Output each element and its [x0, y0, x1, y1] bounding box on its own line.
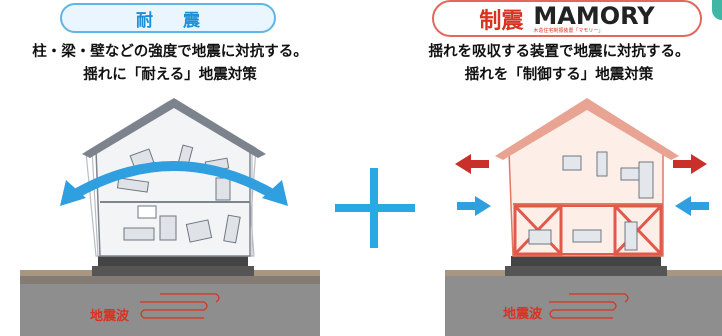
taishin-house-illustration: 地震波 [20, 98, 320, 336]
ground [445, 274, 722, 336]
corner-decoration [712, 0, 722, 20]
mamory-brand: MAMORY [533, 1, 655, 30]
taishin-description: 柱・梁・壁などの強度で地震に対抗する。 揺れに「耐える」地震対策 [0, 41, 340, 87]
taishin-title: 耐 震 [136, 10, 212, 31]
plus-icon [335, 168, 415, 248]
mamory-brand-tag: 木造住宅制振装置「マモリー」 [533, 27, 604, 34]
foundation-base [92, 266, 254, 276]
seishin-title: 制震 [479, 8, 524, 34]
taishin-title-pill: 耐 震 [60, 3, 276, 33]
foundation-base [505, 266, 667, 276]
seismic-waves-right [549, 293, 629, 319]
taishin-wave-label: 地震波 [90, 308, 130, 324]
force-arrows [455, 154, 709, 216]
seishin-desc-line2: 揺れを「制御する」地震対策 [464, 67, 654, 83]
seishin-title-pill: 制震 MAMORY 木造住宅制振装置「マモリー」 [432, 0, 702, 37]
furniture [528, 151, 654, 251]
seishin-wave-label: 地震波 [503, 306, 543, 322]
seishin-description: 揺れを吸収する装置で地震に対抗する。 揺れを「制御する」地震対策 [396, 41, 722, 87]
seismic-waves-left [140, 293, 220, 319]
taishin-desc-line2: 揺れに「耐える」地震対策 [83, 67, 257, 83]
roof [495, 98, 679, 160]
seishin-desc-line1: 揺れを吸収する装置で地震に対抗する。 [428, 44, 690, 60]
shaking-arrow [60, 161, 288, 206]
ground-surface [20, 274, 320, 284]
taishin-desc-line1: 柱・梁・壁などの強度で地震に対抗する。 [32, 44, 308, 60]
seishin-house-illustration: 地震波 [445, 98, 722, 336]
mamory-logo: MAMORY 木造住宅制振装置「マモリー」 [533, 4, 654, 34]
ground [20, 274, 320, 336]
